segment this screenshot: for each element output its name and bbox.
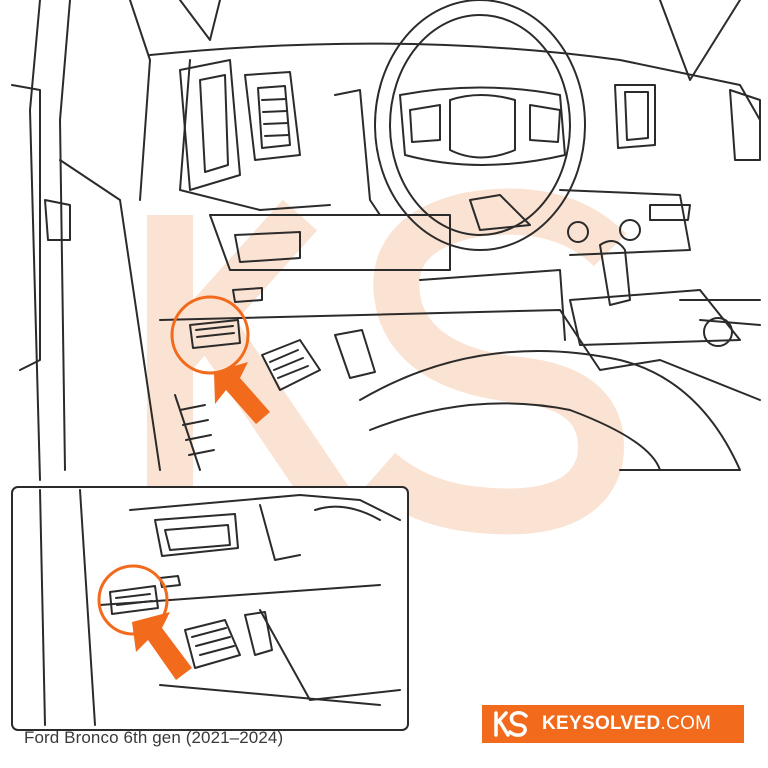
brand-tld: .COM xyxy=(660,713,712,734)
obd-highlight-circle-inset xyxy=(97,564,169,636)
vehicle-caption: Ford Bronco 6th gen (2021–2024) xyxy=(24,728,284,747)
inset-zoom-panel xyxy=(11,486,409,731)
orange-arrow-icon xyxy=(214,362,270,424)
brand-banner[interactable]: KEYSOLVED.COM xyxy=(482,705,744,743)
brand-name: KEYSOLVED xyxy=(542,713,661,734)
orange-arrow-icon-inset xyxy=(132,612,192,680)
obd-highlight-circle xyxy=(170,295,250,375)
main-scene xyxy=(11,0,761,481)
keysolved-logo-icon xyxy=(494,711,528,737)
main-highlight xyxy=(170,295,270,424)
